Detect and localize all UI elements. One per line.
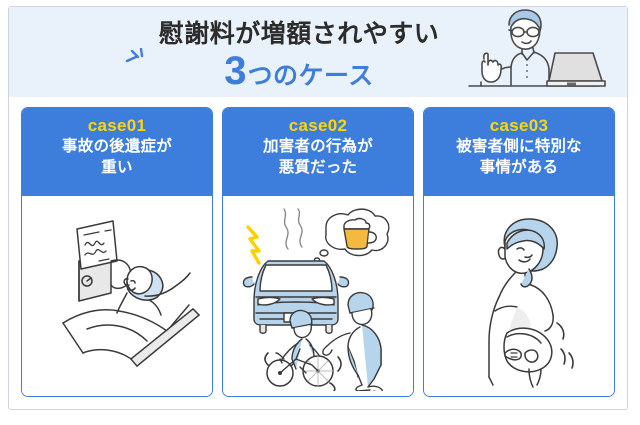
drunk-driving-illustration [242, 208, 389, 391]
case-card-03-header: case03 被害者側に特別な 事情がある [424, 108, 614, 196]
case-title-01: 事故の後遺症が 重い [28, 137, 206, 179]
case-label-03: case03 [489, 116, 549, 135]
case-title-01-line1: 事故の後遺症が [62, 138, 172, 156]
case-card-02[interactable]: case02 加害者の行為が 悪質だった [222, 107, 414, 397]
poster-frame: 慰謝料が増額されやすい 3 つのケース [8, 6, 628, 410]
case-count-suffix: つのケース [247, 61, 374, 90]
case-title-02-line2: 悪質だった [278, 159, 358, 177]
case-cards-row: case01 事故の後遺症が 重い [9, 107, 627, 405]
page-title: 慰謝料が増額されやすい [158, 20, 440, 48]
case-title-03: 被害者側に特別な 事情がある [430, 137, 608, 179]
case-card-03[interactable]: case03 被害者側に特別な 事情がある [423, 107, 615, 397]
case-label-02: case02 [288, 116, 348, 135]
case-title-03-line1: 被害者側に特別な [456, 138, 582, 156]
header-band: 慰謝料が増額されやすい 3 つのケース [9, 7, 627, 97]
case-title-02: 加害者の行為が 悪質だった [229, 137, 407, 179]
case-label-01: case01 [87, 116, 147, 135]
case-count-number: 3 [224, 48, 247, 93]
case-title-02-line1: 加害者の行為が [263, 138, 373, 156]
sparkle-icon [125, 47, 151, 70]
header-title-group: 慰謝料が増額されやすい 3 つのケース [125, 20, 449, 93]
hospital-bed-illustration [62, 220, 200, 367]
case-card-02-body [223, 196, 413, 396]
case-card-03-body [424, 196, 614, 396]
case-card-01-header: case01 事故の後遺症が 重い [22, 108, 212, 196]
case-card-02-header: case02 加害者の行為が 悪質だった [223, 108, 413, 196]
case-title-01-line2: 重い [101, 159, 133, 177]
case-title-03-line2: 事情がある [479, 159, 559, 177]
pregnant-woman-illustration [488, 218, 574, 388]
case-card-01[interactable]: case01 事故の後遺症が 重い [21, 107, 213, 397]
header-subtitle: 3 つのケース [125, 47, 449, 93]
man-with-laptop-illustration [459, 7, 609, 97]
case-card-01-body [22, 196, 212, 396]
